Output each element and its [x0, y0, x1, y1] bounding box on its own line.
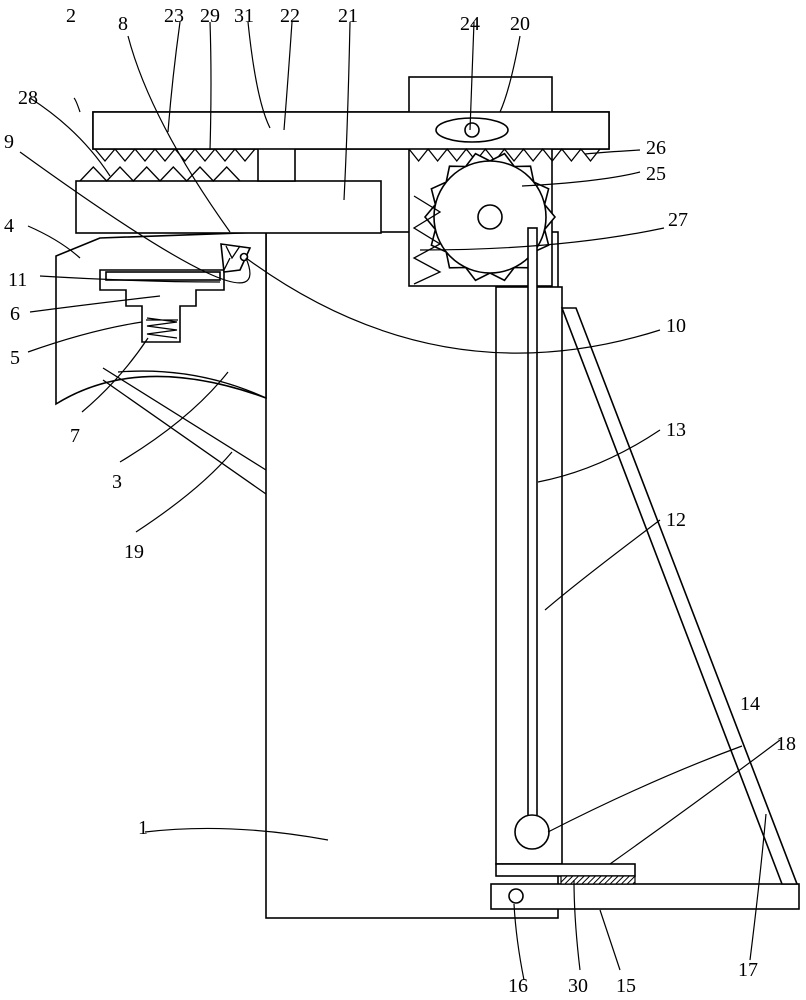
lower-teeth-left	[79, 166, 241, 182]
leader-line	[29, 295, 161, 313]
label-29: 29	[200, 5, 220, 27]
leader-line	[245, 257, 661, 354]
label-3: 3	[112, 471, 122, 493]
leader-line	[39, 275, 221, 283]
label-14: 14	[740, 693, 760, 715]
label-16: 16	[508, 975, 528, 997]
compression-spring	[146, 317, 178, 339]
label-31: 31	[234, 5, 254, 27]
label-9: 9	[4, 131, 14, 153]
leader-line	[609, 739, 781, 865]
support-arm	[102, 367, 267, 495]
clamp-plate	[105, 271, 221, 281]
label-28: 28	[18, 87, 38, 109]
label-17: 17	[738, 959, 758, 981]
leader-line	[135, 451, 233, 533]
hook-spring	[223, 245, 241, 271]
leader-line	[127, 35, 231, 233]
friction-pad	[560, 875, 636, 885]
leader-line	[419, 227, 665, 251]
pivot-pin	[508, 888, 524, 904]
rod	[527, 227, 538, 831]
leader-line	[209, 21, 212, 151]
gear-axle	[477, 204, 503, 230]
diagonal-strut	[560, 307, 799, 885]
leader-line	[343, 21, 351, 201]
wedge-curve	[117, 370, 267, 399]
leader-line	[573, 879, 581, 971]
label-12: 12	[666, 509, 686, 531]
leader-line	[119, 371, 229, 463]
ball	[514, 814, 550, 850]
label-15: 15	[616, 975, 636, 997]
label-10: 10	[666, 315, 686, 337]
leader-line	[599, 909, 621, 971]
label-4: 4	[4, 215, 14, 237]
label-18: 18	[776, 733, 796, 755]
leader-line	[584, 149, 641, 155]
leader-line	[499, 35, 521, 113]
torsion-spring-27	[412, 195, 442, 285]
label-22: 22	[280, 5, 300, 27]
slider-block	[99, 269, 225, 343]
label-19: 19	[124, 541, 144, 563]
leader-line	[81, 337, 149, 413]
leader-line	[73, 97, 81, 113]
leader-line	[19, 151, 251, 284]
pad-plate	[495, 863, 636, 877]
label-13: 13	[666, 419, 686, 441]
label-20: 20	[510, 13, 530, 35]
lower-plate	[75, 180, 382, 234]
label-11: 11	[8, 269, 27, 291]
label-21: 21	[338, 5, 358, 27]
leader-line	[27, 321, 143, 353]
upper-teeth-right	[408, 147, 601, 163]
label-1: 1	[138, 817, 148, 839]
leader-line	[513, 903, 525, 981]
leader-line	[167, 21, 181, 133]
label-25: 25	[646, 163, 666, 185]
leader-line	[27, 225, 81, 259]
label-7: 7	[70, 425, 80, 447]
upper-beam-front	[92, 111, 610, 150]
label-2: 2	[66, 5, 76, 27]
leader-line	[537, 429, 661, 483]
leader-line	[144, 827, 329, 841]
leader-line	[247, 21, 271, 129]
label-30: 30	[568, 975, 588, 997]
leader-line	[283, 21, 293, 131]
label-5: 5	[10, 347, 20, 369]
leader-line	[469, 21, 475, 131]
leader-line	[29, 97, 111, 177]
label-27: 27	[668, 209, 688, 231]
leader-line	[547, 745, 743, 833]
leader-line	[521, 171, 641, 187]
upper-teeth-left	[94, 147, 256, 163]
base-plate	[490, 883, 800, 910]
label-23: 23	[164, 5, 184, 27]
leader-line	[544, 519, 661, 611]
label-26: 26	[646, 137, 666, 159]
pin-24	[464, 122, 480, 138]
label-8: 8	[118, 13, 128, 35]
leader-line	[749, 813, 767, 961]
label-24: 24	[460, 13, 480, 35]
label-6: 6	[10, 303, 20, 325]
